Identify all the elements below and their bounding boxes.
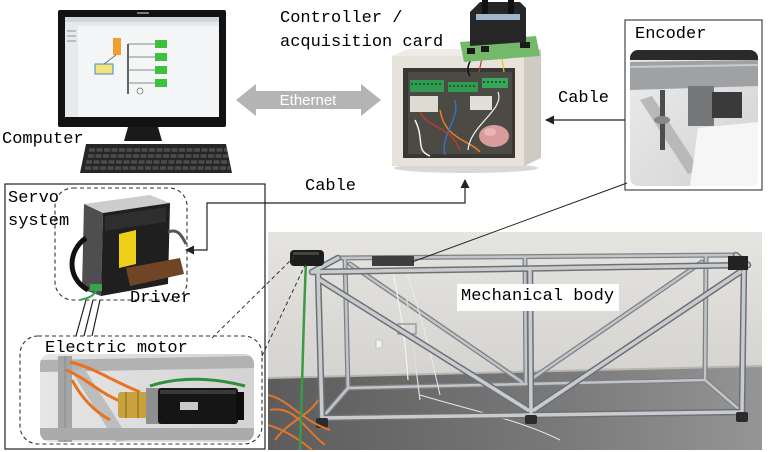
mounted-motor	[290, 250, 324, 266]
monitor-stand	[124, 127, 162, 141]
motor-dashed-box	[19, 335, 263, 445]
orange-cables	[268, 394, 331, 450]
carriage	[372, 256, 414, 266]
motor-zoom-lines	[211, 254, 307, 357]
servo-system	[4, 183, 266, 450]
mechanical-body-photo	[268, 232, 762, 450]
ethernet-connection: Ethernet	[236, 84, 381, 116]
controller-label-line1: Controller /	[280, 9, 403, 28]
internal-wiring	[414, 57, 509, 157]
mechanical-body-label: Mechanical body	[457, 284, 620, 311]
keyboard	[80, 144, 232, 173]
encoder-label: Encoder	[635, 25, 707, 44]
driver-yellow-sticker	[119, 230, 136, 268]
wall-outlet	[375, 339, 383, 349]
encoder-panel	[624, 19, 763, 191]
computer-label: Computer	[2, 130, 84, 149]
computer-illustration	[58, 10, 232, 173]
controller-card-photo	[392, 0, 541, 173]
servo-system-label-line1: Servo	[8, 189, 60, 208]
servo-system-label-line2: system	[8, 212, 70, 231]
terminal-blocks	[410, 78, 508, 112]
driver-photo	[69, 195, 188, 301]
frame-rear	[319, 252, 745, 421]
ethernet-arrow	[236, 84, 381, 116]
encoder-photo	[630, 50, 758, 186]
monitor-logo	[137, 12, 149, 14]
green-cable	[298, 263, 308, 450]
end-block	[728, 256, 748, 270]
encoder-cable-label: Cable	[558, 89, 610, 108]
monitor-screen	[65, 17, 219, 117]
acquisition-card	[460, 0, 540, 62]
driver-label: Driver	[130, 289, 192, 308]
ethernet-label: Ethernet	[280, 92, 338, 109]
electric-motor-label: Electric motor	[45, 339, 188, 358]
servo-system-frame	[4, 183, 266, 450]
driver-mount-bracket	[126, 258, 184, 286]
driver-to-motor-wires	[75, 299, 101, 337]
motor-photo	[40, 354, 254, 442]
servo-cable-label: Cable	[305, 177, 357, 196]
servo-cable-line	[185, 179, 470, 255]
controller-label-line2: acquisition card	[280, 33, 444, 52]
motor-coupling	[118, 392, 148, 418]
